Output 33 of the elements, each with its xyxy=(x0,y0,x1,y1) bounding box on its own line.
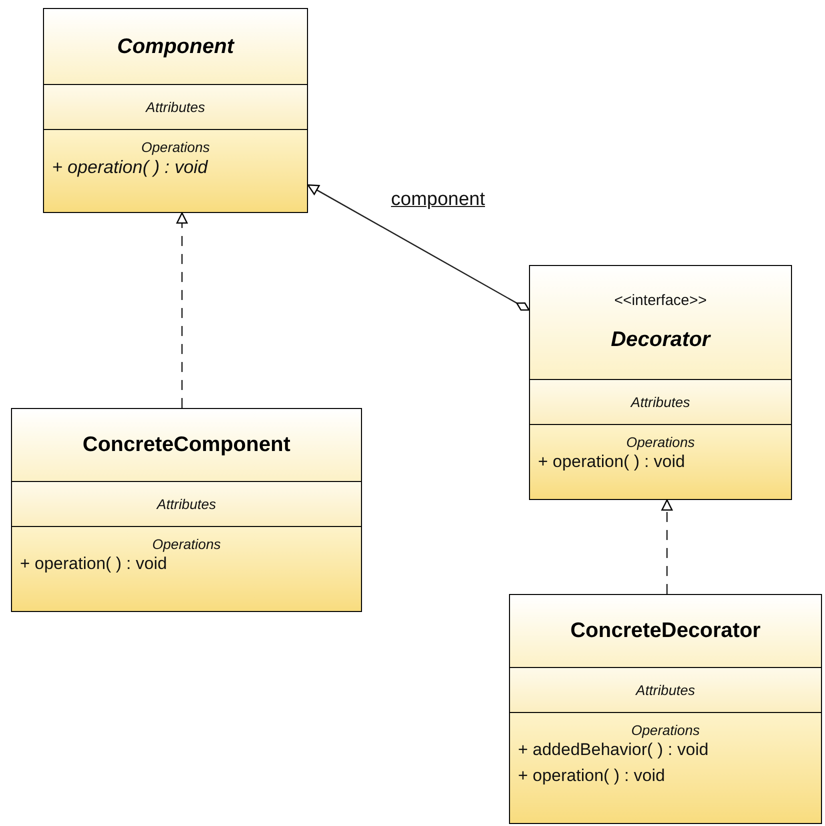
class-name: Component xyxy=(117,34,234,60)
compartment-heading: Operations xyxy=(631,721,700,739)
compartment-heading: Attributes xyxy=(630,393,690,411)
dashed-arrow xyxy=(661,499,673,594)
attributes-compartment xyxy=(12,481,361,526)
operation-text: + operation( ) : void xyxy=(52,156,208,178)
compartment-heading: Attributes xyxy=(156,495,216,513)
operations-compartment xyxy=(44,129,307,212)
class-name: ConcreteComponent xyxy=(82,432,290,458)
class-name: ConcreteDecorator xyxy=(570,618,761,644)
class-name: Decorator xyxy=(610,327,710,353)
operations-compartment xyxy=(12,526,361,611)
attributes-compartment xyxy=(530,379,791,424)
operation-text: + addedBehavior( ) : void xyxy=(518,739,708,761)
class-box xyxy=(529,265,792,500)
stereotype-text: <<interface>> xyxy=(614,290,707,310)
operation-text: + operation( ) : void xyxy=(20,553,167,575)
operations-compartment xyxy=(530,424,791,499)
attributes-compartment xyxy=(510,667,821,712)
compartment-heading: Operations xyxy=(152,535,221,553)
class-box xyxy=(43,8,308,213)
arrow xyxy=(307,184,530,311)
compartment-heading: Attributes xyxy=(146,98,206,116)
operation-text: + operation( ) : void xyxy=(538,451,685,473)
operations-compartment xyxy=(510,712,821,823)
compartment-heading: Operations xyxy=(141,138,210,156)
dashed-arrow xyxy=(176,212,188,408)
compartment-heading: Operations xyxy=(626,433,695,451)
class-box xyxy=(11,408,362,612)
attributes-compartment xyxy=(44,84,307,129)
class-box xyxy=(509,594,822,824)
compartment-heading: Attributes xyxy=(636,681,696,699)
operation-text: + operation( ) : void xyxy=(518,765,665,787)
